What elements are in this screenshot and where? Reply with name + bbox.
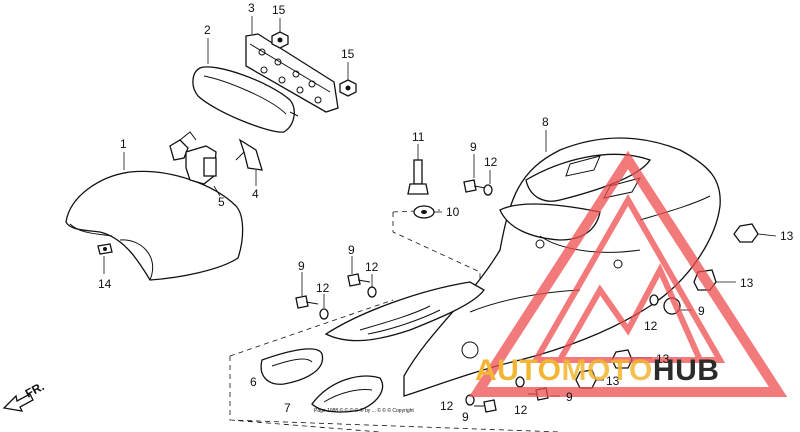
bolt-part-9a (463, 179, 487, 193)
watermark-text: AUTOMOTOHUB (475, 354, 719, 388)
clip-part (235, 138, 263, 171)
leader-13a (757, 233, 777, 237)
leader-5 (213, 185, 221, 197)
grommet-part-10 (413, 205, 435, 219)
watermark-part-auto: AUTO (475, 354, 562, 387)
label-part-9e: 9 (462, 410, 469, 424)
label-part-3: 3 (248, 1, 255, 15)
pad-part-7 (311, 375, 384, 413)
label-part-12a: 12 (484, 155, 498, 169)
label-part-13a: 13 (780, 229, 794, 243)
label-part-5: 5 (218, 195, 225, 209)
single-seat-part (65, 170, 244, 281)
washer-part-12f (649, 294, 659, 306)
nut-part-15b (339, 79, 357, 97)
assembly-outline (229, 209, 561, 432)
label-part-12d: 12 (440, 399, 454, 413)
bolt-part-9c (295, 295, 319, 309)
nut-part-13a (733, 223, 759, 243)
label-part-6: 6 (250, 375, 257, 389)
washer-part-12b (367, 286, 377, 298)
label-part-2: 2 (204, 23, 211, 37)
label-part-10: 10 (446, 205, 460, 219)
bolt-part-9e (474, 399, 497, 413)
label-part-15a: 15 (272, 3, 286, 17)
label-part-14: 14 (98, 277, 112, 291)
label-part-9b: 9 (348, 243, 355, 257)
watermark-triangle-logo (468, 150, 788, 397)
label-part-13d: 13 (606, 374, 620, 388)
nut-part-15a (271, 31, 289, 49)
grommet-part-14 (97, 243, 113, 255)
grab-handle-part (192, 66, 299, 133)
seat-rail-part (324, 281, 485, 342)
label-part-12e: 12 (514, 403, 528, 417)
label-part-11: 11 (412, 130, 425, 144)
label-part-15b: 15 (341, 47, 355, 61)
front-direction-arrow (2, 393, 34, 412)
label-part-7: 7 (284, 401, 291, 415)
label-part-12b: 12 (365, 260, 379, 274)
seat-lock-part (169, 131, 217, 185)
copyright-note: Page 1988 © © © © © by ... © © © Copyrig… (314, 407, 414, 414)
watermark-part-moto: MOTO (561, 354, 653, 387)
pad-part-6 (260, 348, 324, 385)
label-part-9d: 9 (566, 390, 573, 404)
bolt-part-11 (407, 159, 429, 195)
washer-part-12a (483, 184, 493, 196)
label-part-9a: 9 (470, 140, 477, 154)
bolt-part-9b (347, 273, 371, 287)
label-part-9f: 9 (698, 304, 705, 318)
label-part-8: 8 (542, 115, 549, 129)
label-part-1: 1 (120, 137, 127, 151)
label-part-9c: 9 (298, 259, 305, 273)
label-part-13b: 13 (740, 276, 754, 290)
label-part-4: 4 (252, 187, 259, 201)
watermark-part-hub: HUB (652, 354, 720, 387)
label-part-12f: 12 (644, 319, 658, 333)
label-part-12c: 12 (316, 281, 330, 295)
bracket-plate-part (245, 33, 339, 113)
washer-part-12d (465, 394, 475, 406)
washer-part-12c (319, 308, 329, 320)
label-part-13c: 13 (656, 352, 670, 366)
